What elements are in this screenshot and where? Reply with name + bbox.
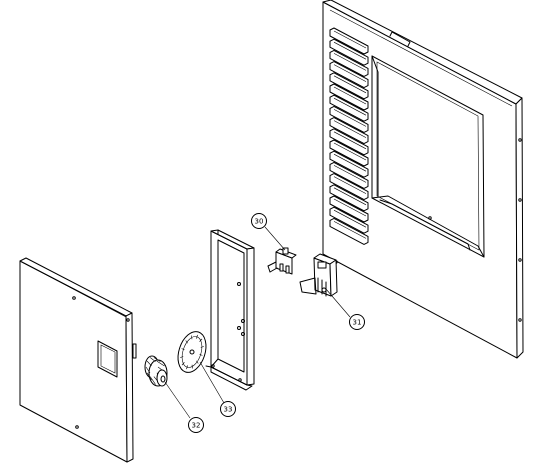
louver-slot [329,38,369,66]
louver-slot [329,94,369,122]
callout-label-32: 32 [192,422,201,430]
mounting-channel-bracket [205,229,255,391]
louver-slots [329,27,369,245]
louver-slot [329,83,369,111]
louver-slot [329,206,369,234]
control-cover-panel [19,257,137,463]
callout-32: 32 [188,417,204,433]
thermostat-part-31 [299,253,338,297]
louver-slot [329,150,369,178]
louver-slot [329,49,369,77]
toggle-switch-part-30 [267,247,297,275]
callout-31: 31 [349,314,365,330]
callout-30: 30 [251,213,267,229]
louver-slot [329,184,369,212]
louver-slot [329,105,369,133]
louver-slot [329,27,369,55]
dial-scale-plate-part-33 [177,331,207,373]
louver-slot [329,117,369,145]
louver-slot [329,61,369,89]
callout-33: 33 [220,401,236,417]
louver-slot [329,128,369,156]
callout-label-31: 31 [353,319,362,327]
callout-label-30: 30 [255,218,264,226]
louver-slot [329,161,369,189]
leader-lines [164,226,351,419]
louver-slot [329,139,369,167]
control-knob-part-32 [144,355,168,387]
callout-label-33: 33 [224,406,233,414]
louver-slot [329,195,369,223]
louver-slot [329,72,369,100]
louvered-front-panel [322,0,524,359]
louver-slot [329,173,369,201]
louver-slot [329,217,369,245]
